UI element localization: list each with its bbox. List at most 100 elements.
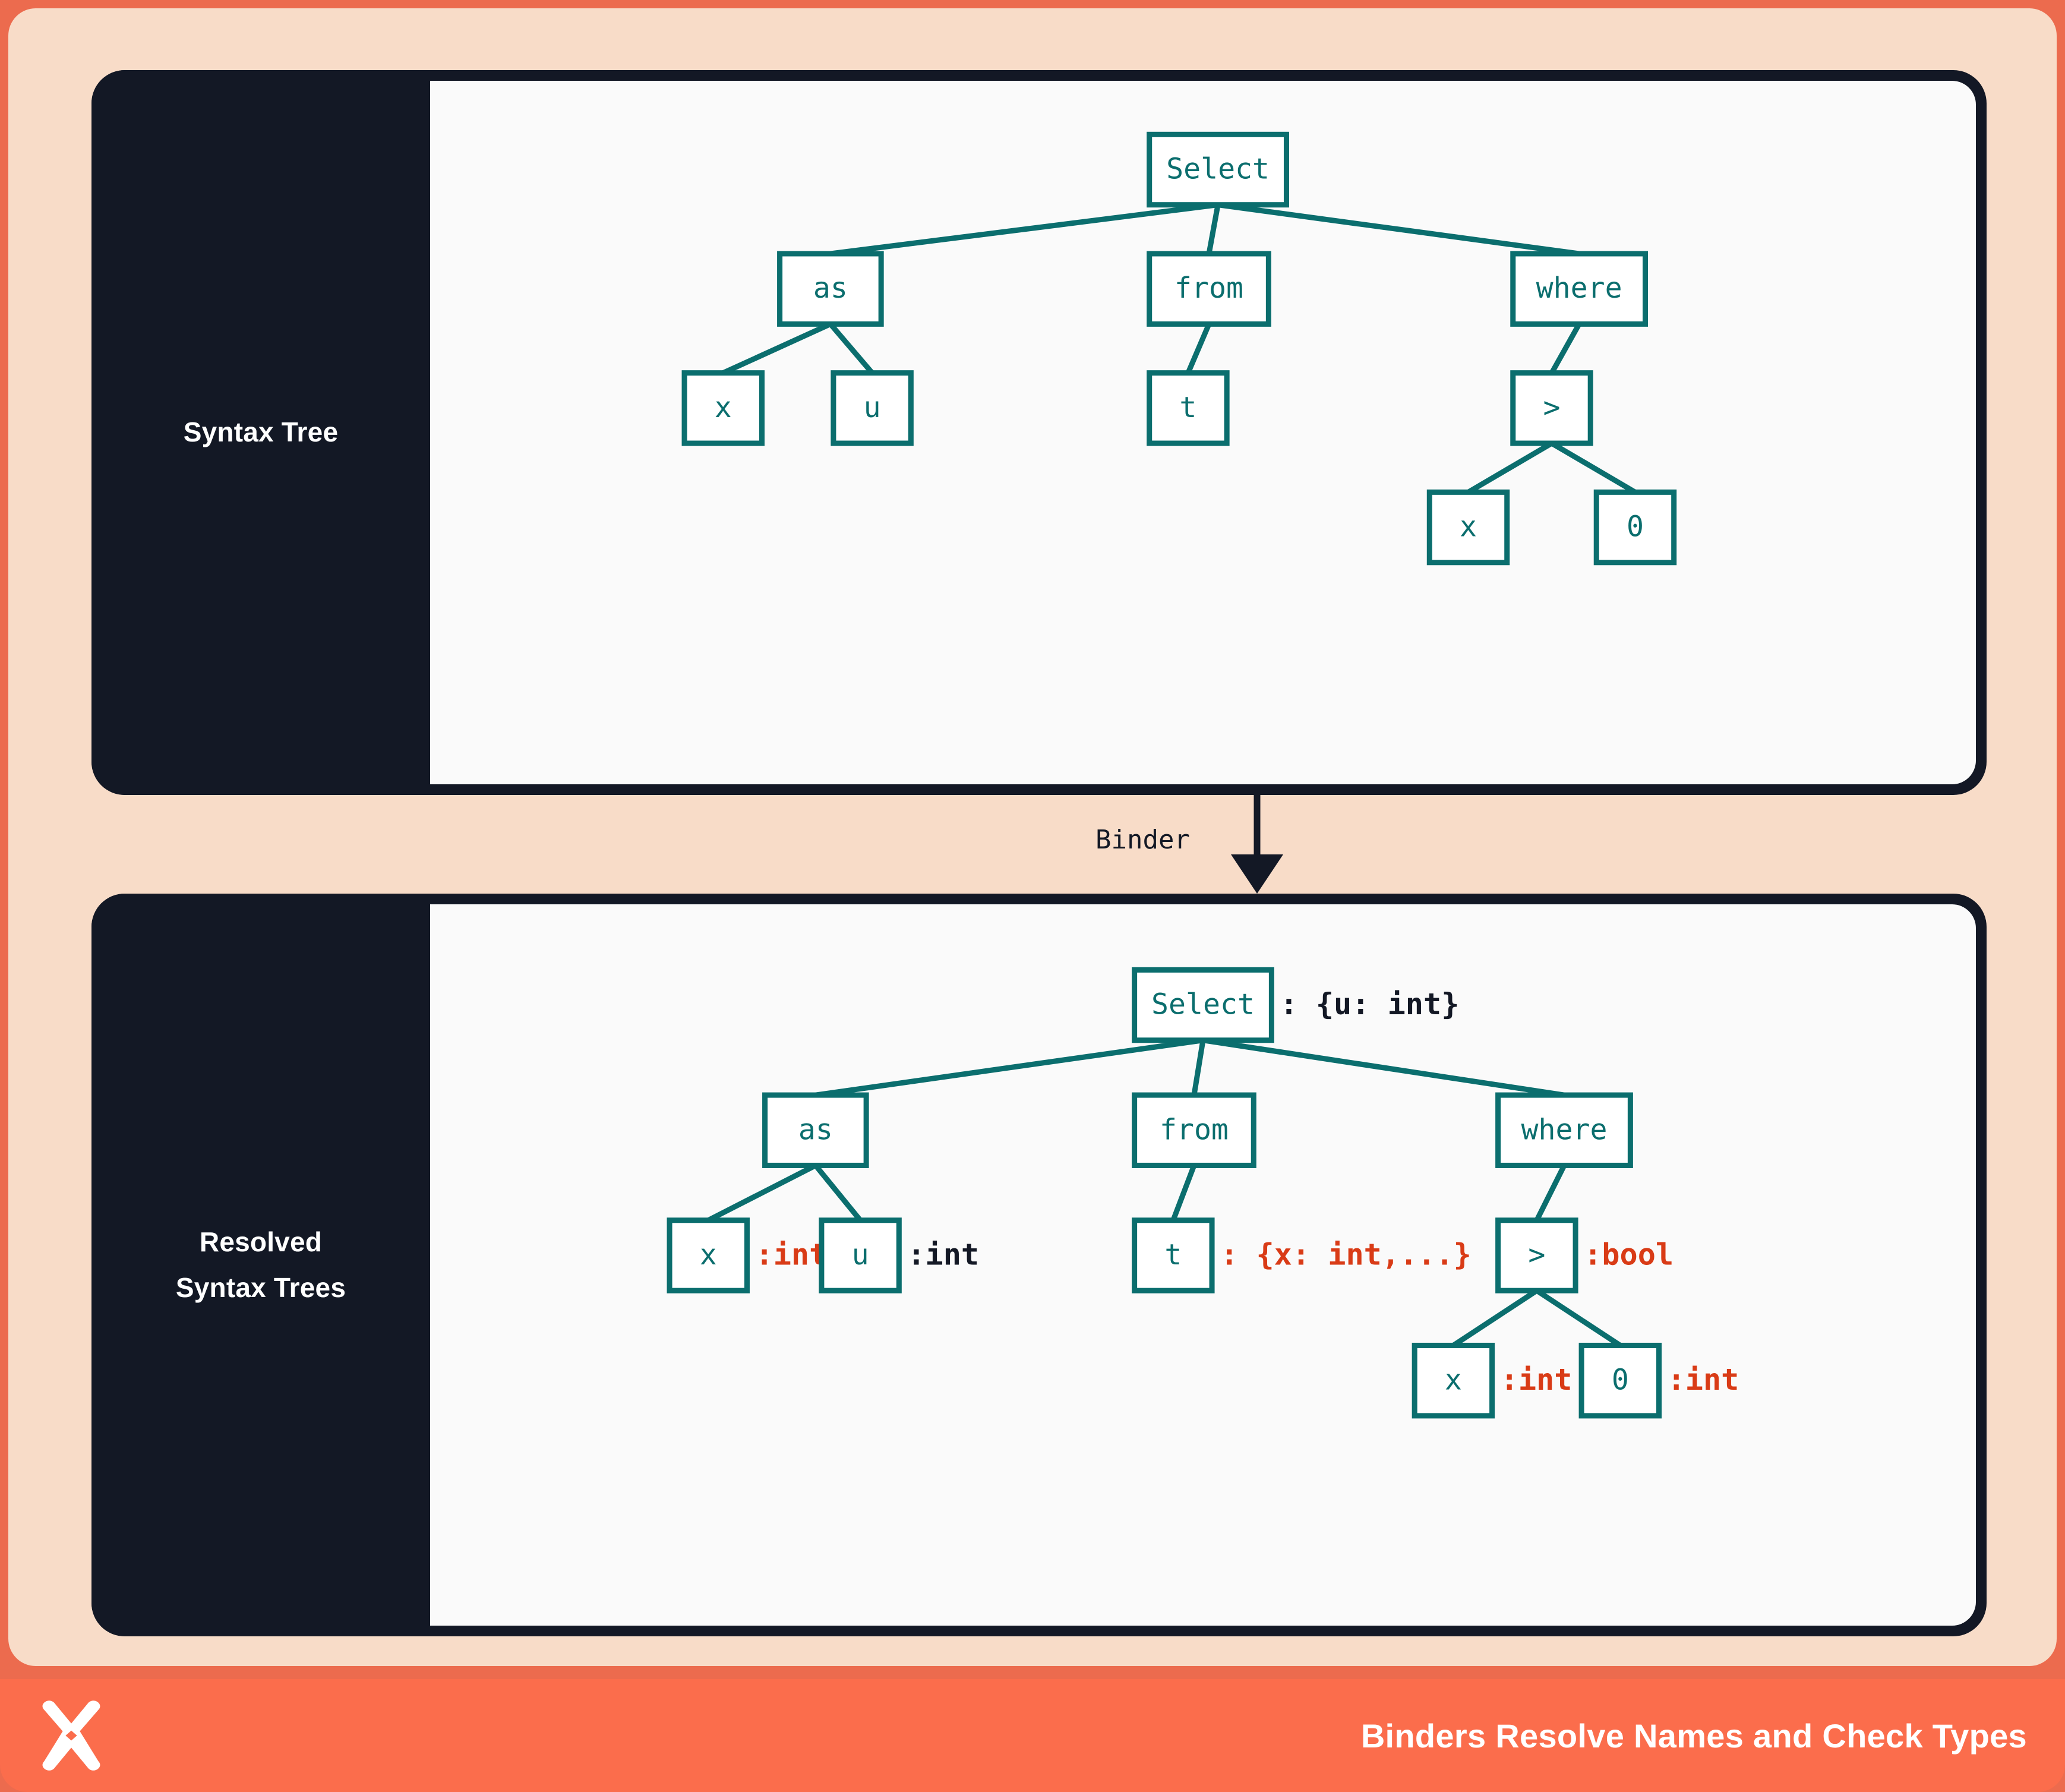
node-label: Select xyxy=(1151,988,1255,1021)
syntax-tree-graph: Select as from where x u t > x 0 xyxy=(681,131,1677,566)
syntax-tree-sidebar-label: Syntax Tree xyxy=(183,417,339,448)
tree-node-where: where xyxy=(1510,251,1649,327)
node-box xyxy=(1132,1092,1256,1168)
node-label: where xyxy=(1521,1113,1608,1146)
node-box xyxy=(819,1217,902,1293)
node-label: where xyxy=(1536,272,1622,305)
syntax-tree-sidebar: Syntax Tree xyxy=(91,70,430,795)
tree-edge xyxy=(830,202,1218,257)
tree-edge xyxy=(1549,323,1582,374)
tree-edge xyxy=(1185,323,1212,374)
tree-node-gt_x: x xyxy=(1426,489,1510,566)
resolved-syntax-tree-card: Resolved Syntax Trees Select : {u: int} as… xyxy=(91,894,1987,1636)
node-box xyxy=(1495,1217,1578,1293)
node-label: > xyxy=(1528,1238,1545,1272)
binder-label: Binder xyxy=(1095,825,1190,855)
tree-node-where: where xyxy=(1495,1092,1633,1168)
tree-node-gt_0: 0 :int xyxy=(1578,1342,1739,1419)
butterfly-x-logo-icon xyxy=(42,1700,100,1771)
tree-edge xyxy=(1206,204,1221,254)
node-box xyxy=(1147,251,1271,327)
node-box xyxy=(1412,1342,1495,1419)
node-type-annotation: :int xyxy=(756,1236,828,1272)
tree-node-gt_0: 0 xyxy=(1593,489,1677,566)
tree-node-from: from xyxy=(1132,1092,1256,1168)
node-label: 0 xyxy=(1627,510,1644,544)
tree-node-as_u: u :int xyxy=(819,1217,979,1293)
tree-node-select: Select xyxy=(1147,131,1289,208)
node-box xyxy=(831,370,914,446)
node-box xyxy=(1510,370,1593,446)
tree-node-as_x: x xyxy=(681,370,765,446)
tree-node-select: Select : {u: int} xyxy=(1132,967,1459,1043)
node-label: x xyxy=(700,1238,717,1272)
node-box xyxy=(762,1092,869,1168)
footer-caption: Binders Resolve Names and Check Types xyxy=(1360,1717,2027,1755)
node-label: from xyxy=(1174,272,1243,305)
node-box xyxy=(1147,370,1230,446)
node-label: x xyxy=(1445,1364,1462,1397)
tree-edge xyxy=(1170,1164,1197,1222)
node-label: t xyxy=(1164,1238,1182,1272)
node-label: u xyxy=(864,391,881,424)
node-label: as xyxy=(798,1113,833,1146)
tree-node-gt: > xyxy=(1510,370,1593,446)
node-label: from xyxy=(1160,1113,1229,1146)
tree-node-as_u: u xyxy=(831,370,914,446)
node-box xyxy=(1132,1217,1215,1293)
node-box xyxy=(1147,131,1289,208)
node-box xyxy=(1132,967,1274,1043)
tree-edge xyxy=(1217,202,1580,257)
tree-edge xyxy=(1535,1288,1622,1348)
node-box xyxy=(681,370,765,446)
node-type-annotation: :int xyxy=(1501,1362,1573,1397)
tree-edge xyxy=(1191,1040,1206,1096)
node-label: 0 xyxy=(1612,1364,1629,1397)
binder-transition: Binder xyxy=(91,795,1987,894)
node-box xyxy=(777,251,884,327)
tree-edge xyxy=(722,321,832,376)
tree-node-from: from xyxy=(1147,251,1271,327)
node-box xyxy=(667,1217,750,1293)
node-label: > xyxy=(1543,391,1560,424)
tree-edge xyxy=(707,1163,817,1223)
tree-edge xyxy=(815,1037,1204,1098)
node-type-annotation: :int xyxy=(1668,1362,1739,1397)
node-box xyxy=(1510,251,1649,327)
tree-edge xyxy=(1534,1164,1567,1222)
tree-node-from_t: t : {x: int,...} xyxy=(1132,1217,1472,1293)
footer-bar: Binders Resolve Names and Check Types xyxy=(0,1679,2065,1792)
binder-arrow-icon xyxy=(1231,795,1283,894)
node-box xyxy=(1426,489,1510,566)
node-box xyxy=(1593,489,1677,566)
node-label: u xyxy=(852,1238,869,1272)
tree-node-as_x: x :int xyxy=(667,1217,828,1293)
node-box xyxy=(1495,1092,1633,1168)
syntax-tree-card: Syntax Tree Select as from where x u t > x 0 xyxy=(91,70,1987,795)
tree-edge xyxy=(828,322,874,375)
node-label: t xyxy=(1179,391,1196,424)
tree-node-gt_x: x :int xyxy=(1412,1342,1573,1419)
resolved-syntax-tree-body: Select : {u: int} as from where x :int u :int t : … xyxy=(430,904,1976,1626)
tree-node-from_t: t xyxy=(1147,370,1230,446)
diagram-canvas: Syntax Tree Select as from where x u t > x 0 Bind… xyxy=(8,8,2057,1666)
node-label: x xyxy=(715,391,732,424)
node-label: as xyxy=(813,272,848,305)
tree-edge xyxy=(1550,441,1637,495)
node-label: Select xyxy=(1166,153,1270,186)
tree-node-as: as xyxy=(762,1092,869,1168)
tree-node-gt: >:bool xyxy=(1495,1217,1674,1293)
node-type-annotation: : {x: int,...} xyxy=(1220,1236,1472,1272)
syntax-tree-body: Select as from where x u t > x 0 xyxy=(430,81,1976,784)
node-type-annotation: :int xyxy=(907,1236,979,1272)
resolved-syntax-tree-sidebar: Resolved Syntax Trees xyxy=(91,894,430,1636)
node-type-annotation: : {u: int} xyxy=(1280,986,1459,1021)
node-label: x xyxy=(1460,510,1477,544)
tree-edge xyxy=(1451,1288,1539,1348)
resolved-sidebar-label-line1: Resolved xyxy=(199,1226,323,1257)
resolved-sidebar-label-line2: Syntax Trees xyxy=(175,1272,346,1303)
resolved-syntax-tree-graph: Select : {u: int} as from where x :int u :int t : … xyxy=(667,967,1739,1419)
tree-edge xyxy=(1467,441,1554,495)
tree-edge xyxy=(1202,1037,1565,1098)
